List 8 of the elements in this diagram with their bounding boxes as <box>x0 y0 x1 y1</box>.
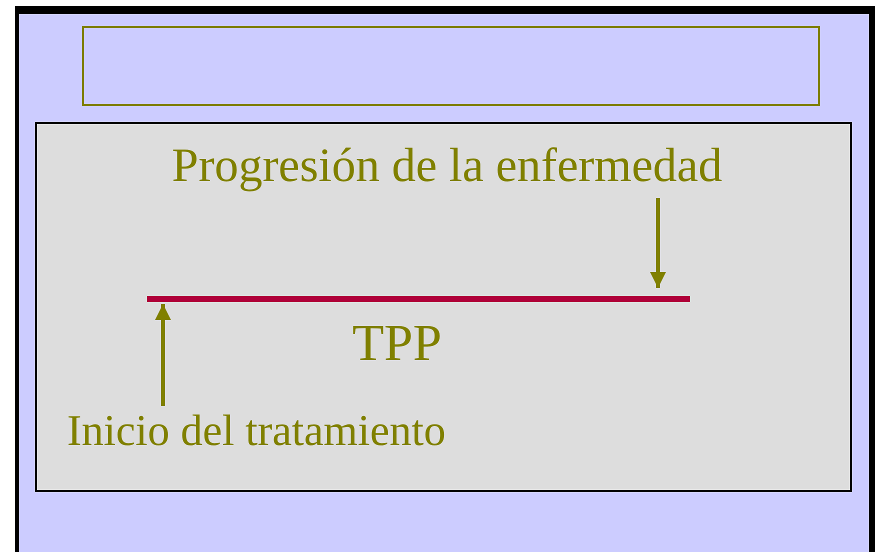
timeline-bar <box>147 296 690 302</box>
arrow <box>650 198 666 288</box>
text-label: Inicio del tratamiento <box>67 406 547 460</box>
empty-box <box>82 26 820 106</box>
bar-label: TPP <box>351 314 443 374</box>
text-label: Progresión de la enfermedad <box>117 138 777 198</box>
content-panel <box>35 122 852 492</box>
arrow <box>155 304 171 406</box>
